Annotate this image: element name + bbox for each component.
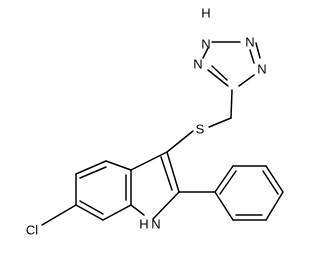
tetrazole-n-label: N [193,57,202,72]
bond [255,42,261,59]
bond [230,89,233,119]
tetrazole-n-label: N [257,62,266,77]
bond [207,69,229,87]
molecule-structure: H N N N N S Cl N H [26,6,284,238]
bond [265,191,284,221]
tetrazole-h-label: H [201,6,210,21]
bond [202,47,209,59]
bond [214,165,234,193]
tetrazole-n-label: N [245,35,254,50]
tetrazole-ring [202,41,261,87]
bond [79,166,107,179]
bond [166,151,180,193]
bond [238,74,255,87]
bond [79,200,104,215]
bond [102,204,132,221]
bond [160,156,173,191]
bond [211,65,228,81]
bond [105,160,132,171]
bond [219,170,237,195]
indole-h-label: H [139,217,148,232]
bond [75,160,107,175]
bond [130,204,145,216]
sulfur-label: S [196,122,205,137]
indole-n-label: N [151,217,160,232]
tetrazole-n-label: N [201,37,210,52]
indole-core [75,151,180,221]
phenyl-ring [178,165,284,221]
bond [41,204,77,226]
bond [166,130,194,153]
chlorine-label: Cl [26,223,38,238]
bond [262,170,279,195]
bond [265,165,284,193]
bond [208,117,232,128]
bond [152,191,180,220]
bond [214,191,234,221]
bond [75,204,104,221]
bond [130,151,168,171]
bond [249,49,255,64]
